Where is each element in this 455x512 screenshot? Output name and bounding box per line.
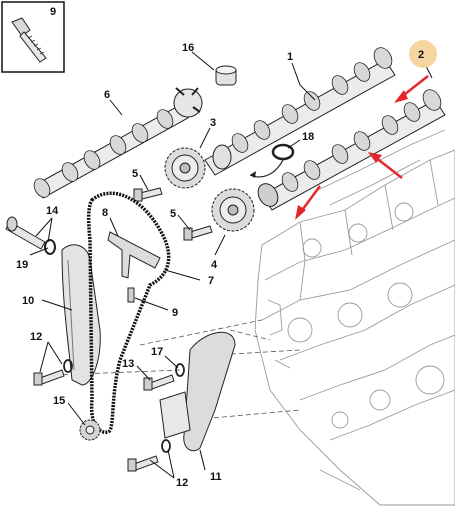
callout-13: 13	[122, 358, 134, 370]
red-arrows	[295, 75, 429, 220]
callout-1: 1	[287, 51, 293, 63]
callout-12-upper: 12	[30, 331, 42, 343]
sprocket-4	[211, 188, 255, 232]
bolt-9	[127, 287, 135, 303]
arrow-icon	[368, 152, 403, 179]
bolt-12-lower	[127, 439, 171, 472]
callout-18: 18	[302, 131, 314, 143]
callout-2: 2	[418, 49, 424, 61]
callout-17: 17	[151, 346, 163, 358]
callout-16: 16	[182, 42, 194, 54]
callout-3: 3	[210, 117, 216, 129]
washer-17	[175, 363, 185, 377]
callout-10: 10	[22, 295, 34, 307]
callout-4: 4	[211, 259, 218, 271]
seal-ring-18	[249, 143, 295, 178]
highlight-circle	[409, 40, 437, 68]
callout-5-upper: 5	[132, 168, 138, 180]
callout-12-lower: 12	[176, 477, 188, 489]
callout-9: 9	[172, 307, 178, 319]
pin-14	[5, 216, 46, 250]
bolt-icon	[11, 17, 47, 63]
washer-19	[44, 239, 56, 255]
engine-block	[254, 129, 455, 506]
callout-8: 8	[102, 207, 108, 219]
arrow-icon	[394, 75, 429, 103]
timing-chain-7	[86, 191, 171, 434]
callout-11: 11	[210, 471, 222, 483]
camshaft-6	[33, 87, 203, 199]
camshaft-1	[204, 47, 396, 176]
callout-14: 14	[46, 205, 59, 217]
bolt-5-upper	[133, 187, 163, 202]
inset-box: 9	[1, 1, 65, 73]
inset-label: 9	[50, 6, 56, 18]
callout-19: 19	[16, 259, 28, 271]
callout-7: 7	[208, 275, 214, 287]
leader-lines	[29, 51, 433, 479]
trigger-wheel-icon	[173, 87, 203, 118]
callout-6: 6	[104, 89, 110, 101]
callout-15: 15	[53, 395, 65, 407]
crank-sprocket-15	[79, 419, 101, 441]
sleeve-16	[215, 65, 237, 86]
chain-guide-10	[61, 244, 101, 386]
chain-guide-8	[107, 231, 161, 279]
callout-5-lower: 5	[170, 208, 176, 220]
bolt-13	[143, 374, 175, 391]
camshaft-2	[257, 89, 446, 211]
sprocket-3	[164, 144, 232, 189]
arrow-icon	[295, 185, 322, 220]
bolt-12-upper	[33, 359, 73, 386]
tensioner-11	[159, 331, 236, 452]
